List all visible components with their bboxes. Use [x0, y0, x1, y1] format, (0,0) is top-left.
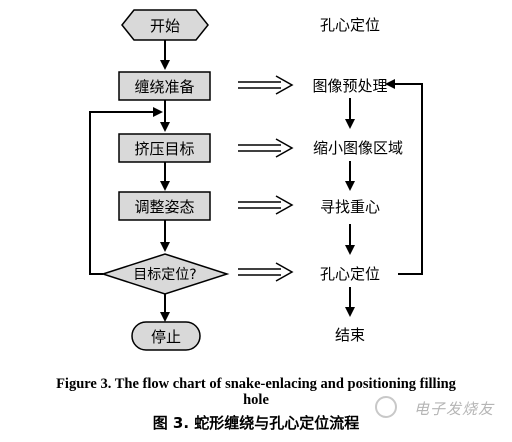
- step-squeeze-label: 挤压目标: [134, 140, 194, 158]
- decision-node: 目标定位?: [100, 253, 230, 295]
- right-step-centroid: 寻找重心: [320, 198, 380, 216]
- right-step-shrink: 缩小图像区域: [313, 139, 403, 157]
- stop-node: 停止: [131, 321, 201, 351]
- caption-chinese: 图 3. 蛇形缠绕与孔心定位流程: [152, 414, 360, 432]
- step-prepare-label: 缠绕准备: [134, 78, 194, 96]
- stop-label: 停止: [151, 328, 181, 346]
- implies-arrow-1: [238, 75, 294, 95]
- right-step-locate: 孔心定位: [320, 265, 380, 283]
- step-adjust-box: 调整姿态: [118, 191, 211, 221]
- right-loop-arrow: [385, 79, 423, 275]
- step-prepare-box: 缠绕准备: [118, 71, 211, 101]
- decision-label: 目标定位?: [133, 267, 196, 283]
- right-step-end: 结束: [335, 326, 365, 344]
- start-node: 开始: [121, 9, 209, 41]
- watermark-logo-icon: [375, 396, 397, 418]
- implies-arrow-3: [238, 195, 294, 215]
- implies-arrow-4: [238, 262, 294, 282]
- right-step-preprocess: 图像预处理: [312, 77, 387, 95]
- caption-english-line2: hole: [243, 392, 269, 408]
- start-label: 开始: [150, 17, 180, 35]
- step-adjust-label: 调整姿态: [134, 198, 194, 216]
- watermark-text: 电子发烧友: [413, 400, 494, 418]
- step-squeeze-box: 挤压目标: [118, 133, 211, 163]
- implies-arrow-2: [238, 138, 294, 158]
- right-title: 孔心定位: [320, 16, 380, 34]
- caption-english-line1: Figure 3. The flow chart of snake-enlaci…: [56, 376, 456, 392]
- loop-back-arrow: [89, 107, 163, 275]
